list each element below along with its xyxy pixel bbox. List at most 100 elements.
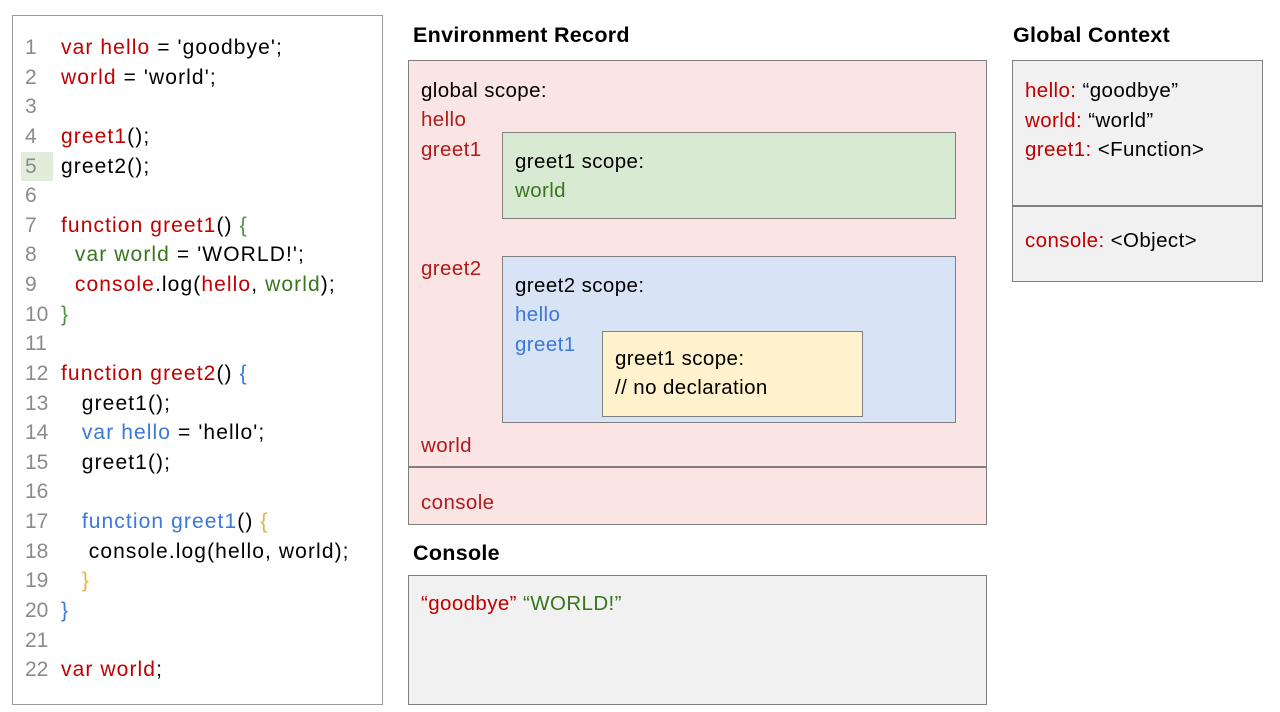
environment-record-global-scope-box: global scope: hello greet1 greet1 scope:… (408, 60, 987, 467)
code-line-18: 18 console.log(hello, world); (13, 537, 382, 567)
code-text: greet1(); (61, 450, 172, 474)
code-line-9: 9 console.log(hello, world); (13, 270, 382, 300)
line-number: 17 (25, 510, 49, 533)
code-text: } (81, 569, 90, 593)
code-text: greet1(); (61, 124, 151, 148)
code-line-5: 5 greet2(); (13, 151, 382, 182)
code-line-22: 22 var world; (13, 655, 382, 685)
line-number: 7 (25, 213, 37, 237)
console-output-value: “WORLD!” (523, 592, 622, 615)
variable-name: greet1: (1025, 138, 1092, 161)
global-context-entry: greet1: <Function> (1025, 135, 1250, 165)
code-line-12: 12 function greet2() { (13, 359, 382, 389)
global-context-entry: hello: “goodbye” (1025, 76, 1250, 106)
code-line-14: 14 var hello = 'hello'; (13, 418, 382, 448)
line-number: 6 (25, 184, 37, 208)
code-text: console.log(hello, world); (61, 539, 350, 563)
code-text: var world; (61, 658, 164, 682)
code-text: function greet1() { (61, 213, 248, 237)
code-text: function greet1() { (81, 510, 269, 533)
variable-name: hello: (1025, 79, 1077, 102)
code-text: greet1(); (61, 391, 172, 415)
greet1-scope-var-world: world (515, 179, 566, 202)
line-number: 3 (25, 95, 37, 119)
code-line-13: 13 greet1(); (13, 389, 382, 419)
line-number: 16 (25, 480, 49, 504)
code-text: greet2(); (61, 154, 151, 178)
line-number: 9 (25, 273, 37, 296)
variable-value: “world” (1082, 108, 1154, 132)
code-line-10: 10} (13, 300, 382, 330)
code-line-4: 4 greet1(); (13, 122, 382, 152)
code-line-6: 6 (13, 181, 382, 211)
variable-name: console: (1025, 229, 1105, 252)
code-line-1: 1 var hello = 'goodbye'; (13, 33, 382, 63)
variable-value: “goodbye” (1076, 79, 1179, 102)
line-number: 1 (25, 36, 37, 59)
code-line-7: 7 function greet1() { (13, 211, 382, 241)
global-var-greet1: greet1 (421, 138, 482, 161)
global-scope-label: global scope: (421, 79, 548, 102)
console-output-value: “goodbye” (421, 592, 517, 615)
line-number: 14 (25, 421, 49, 445)
code-line-2: 2 world = 'world'; (13, 63, 382, 93)
global-context-entry: world: “world” (1025, 106, 1250, 136)
code-line-11: 11 (13, 329, 382, 359)
code-text: world = 'world'; (61, 65, 217, 89)
code-text: var hello = 'goodbye'; (61, 36, 283, 59)
greet1-scope-box: greet1 scope: world (502, 132, 956, 219)
code-text: function greet2() { (61, 361, 248, 385)
line-number: 15 (25, 450, 49, 474)
inner-greet1-scope-label: greet1 scope: (615, 347, 745, 370)
code-text: var world = 'WORLD!'; (74, 243, 305, 267)
variable-value: <Object> (1104, 229, 1198, 252)
code-editor-panel: 1 var hello = 'goodbye'; 2 world = 'world';… (12, 15, 383, 705)
inner-greet1-scope-box: greet1 scope: // no declaration (602, 331, 863, 417)
global-var-world: world (421, 434, 472, 457)
environment-record-console-box: console (408, 467, 987, 525)
line-number-highlighted: 5 (21, 151, 53, 182)
no-declaration-comment: // no declaration (615, 376, 768, 399)
code-line-15: 15 greet1(); (13, 448, 382, 478)
line-number: 10 (25, 302, 49, 326)
line-number: 13 (25, 391, 49, 415)
greet2-scope-var-hello: hello (515, 303, 561, 326)
greet1-scope-label: greet1 scope: (515, 150, 645, 173)
greet2-scope-var-greet1: greet1 (515, 333, 576, 356)
code-line-3: 3 (13, 92, 382, 122)
console-title: Console (413, 541, 500, 565)
code-text: var hello = 'hello'; (81, 421, 266, 445)
global-var-hello: hello (421, 108, 467, 131)
global-var-greet2: greet2 (421, 257, 482, 280)
line-number: 11 (25, 332, 47, 356)
greet2-scope-box: greet2 scope: hello greet1 greet1 scope:… (502, 256, 956, 423)
console-output-box: “goodbye” “WORLD!” (408, 575, 987, 705)
code-text: } (61, 598, 70, 622)
global-context-builtins-box: console: <Object> (1012, 206, 1263, 282)
variable-name: world: (1025, 108, 1083, 132)
line-number: 20 (25, 598, 49, 622)
global-context-variables-box: hello: “goodbye”world: “world”greet1: <F… (1012, 60, 1263, 206)
global-var-console: console (421, 491, 495, 514)
line-number: 18 (25, 539, 49, 563)
code-line-8: 8 var world = 'WORLD!'; (13, 240, 382, 270)
line-number: 22 (25, 658, 49, 682)
line-number: 2 (25, 65, 37, 89)
code-text: } (61, 302, 70, 326)
code-line-20: 20} (13, 596, 382, 626)
code-line-21: 21 (13, 626, 382, 656)
line-number: 12 (25, 361, 49, 385)
variable-value: <Function> (1091, 138, 1205, 161)
global-context-entry: console: <Object> (1025, 226, 1250, 256)
code-line-19: 19 } (13, 566, 382, 596)
code-line-16: 16 (13, 477, 382, 507)
line-number: 21 (25, 628, 49, 652)
line-number: 19 (25, 569, 49, 593)
code-line-17: 17 function greet1() { (13, 507, 382, 537)
greet2-scope-label: greet2 scope: (515, 274, 645, 297)
line-number: 8 (25, 243, 37, 267)
line-number: 4 (25, 124, 37, 148)
environment-record-title: Environment Record (413, 23, 630, 47)
global-context-title: Global Context (1013, 23, 1171, 47)
